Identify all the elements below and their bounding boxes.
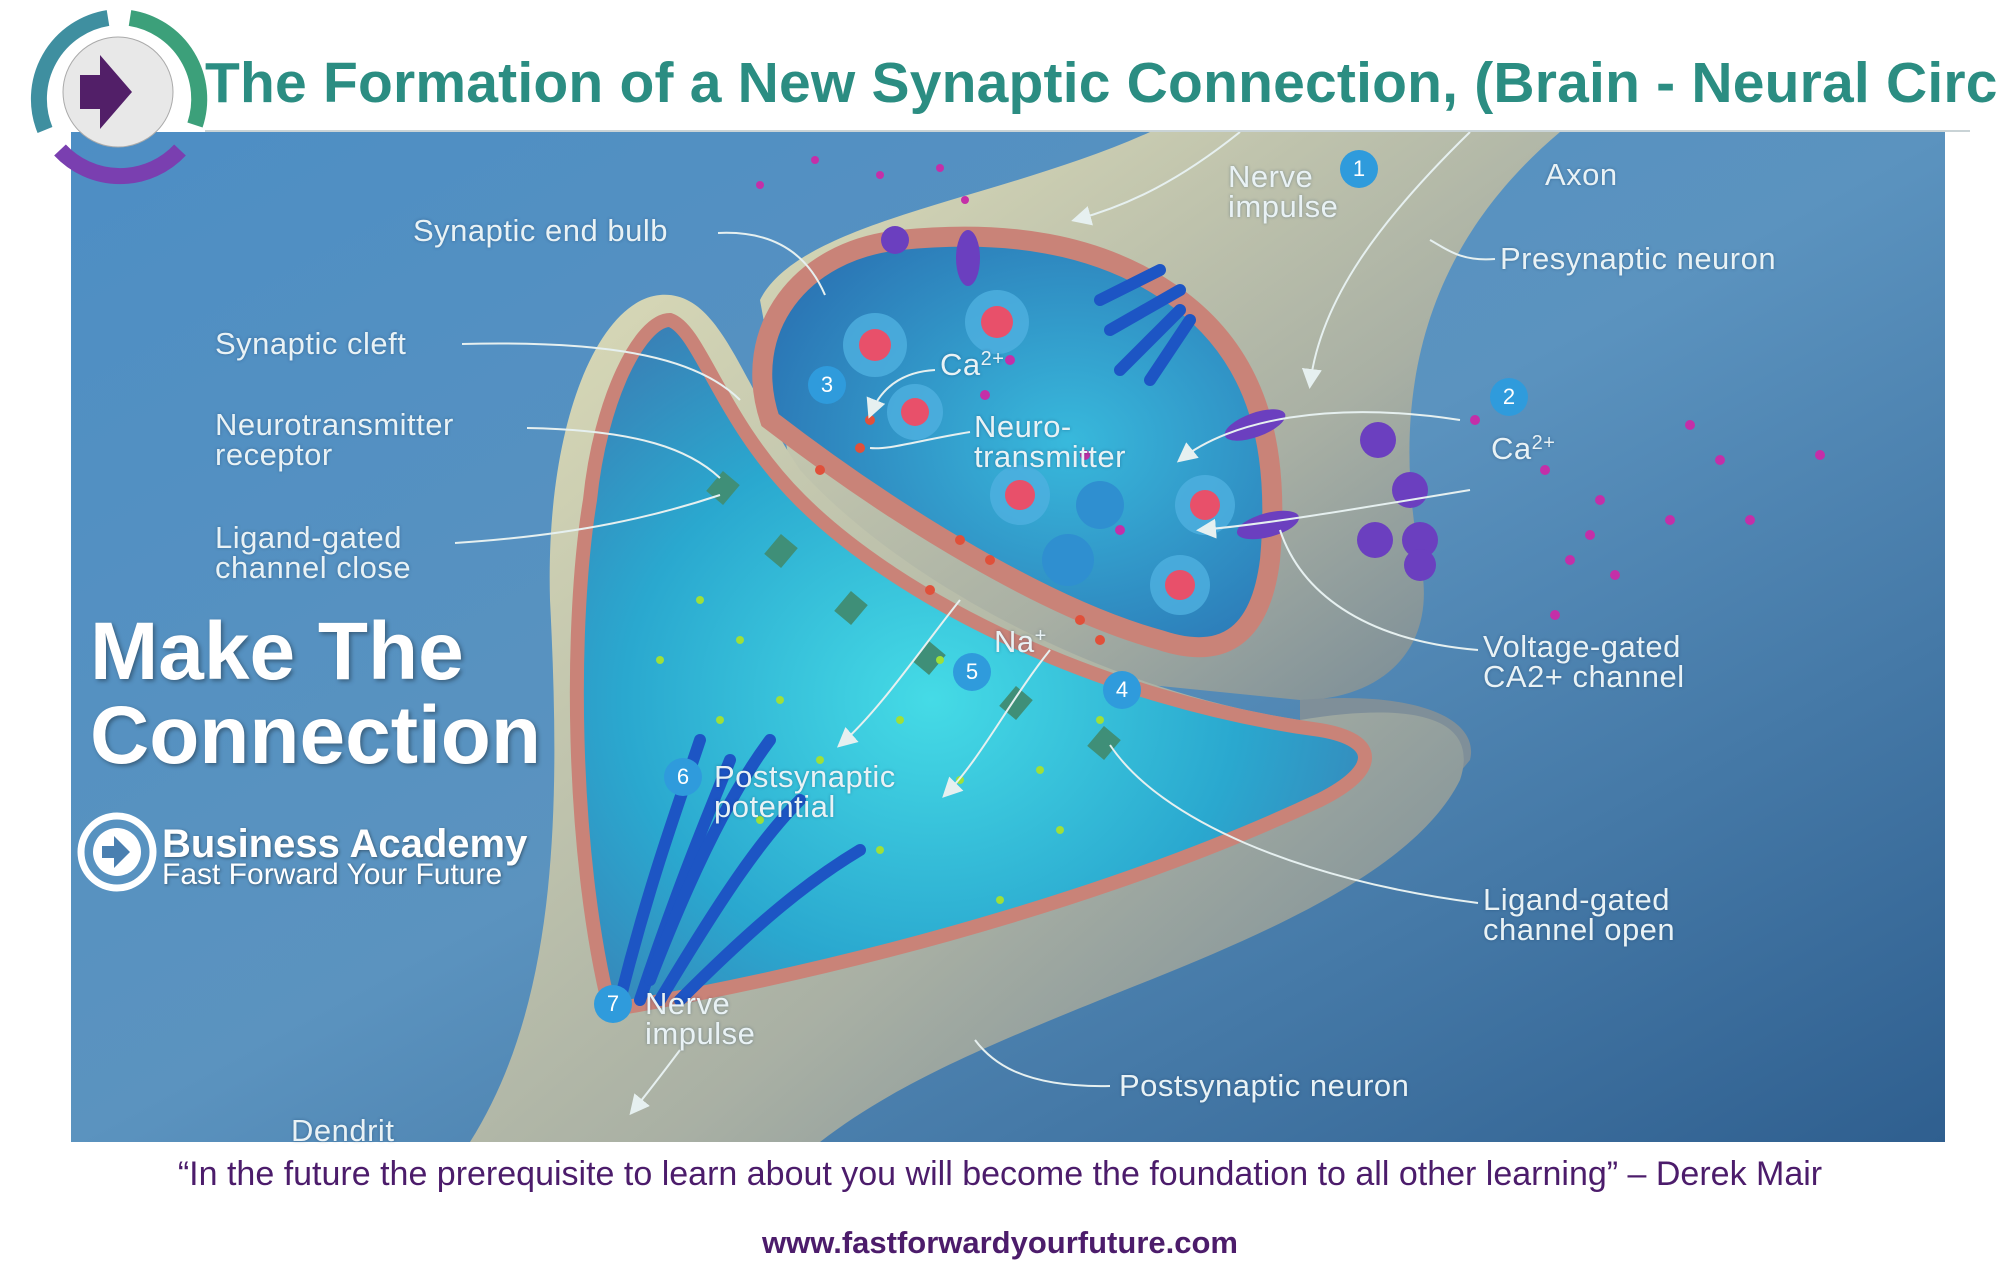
arrow-ca-2: [1196, 489, 1471, 539]
organelle-tubes: [614, 264, 1196, 1006]
label-sup: 2+: [980, 348, 1005, 370]
label-synaptic-end-bulb: Synaptic end bulb: [413, 213, 668, 248]
sodium-ions: [656, 596, 1104, 904]
label-line: Ligand-gated: [215, 520, 402, 555]
neurotransmitter-molecules: [815, 415, 1105, 645]
arrow-postsynaptic-2: [942, 649, 1051, 798]
page-title: The Formation of a New Synaptic Connecti…: [205, 51, 2000, 115]
label-na: Na+: [994, 624, 1047, 659]
arrow-axon: [1301, 132, 1471, 389]
headline-line: Connection: [90, 690, 541, 781]
step-badge-4: 4: [1103, 671, 1141, 709]
step-badge-2: 2: [1490, 378, 1528, 416]
footer-quote: “In the future the prerequisite to learn…: [177, 1155, 1823, 1193]
step-badge-1: 1: [1340, 150, 1378, 188]
leader-voltage-gated: [1279, 529, 1479, 651]
arrow-ca-1: [1176, 411, 1461, 463]
headline-line: Make The: [90, 606, 464, 697]
label-presynaptic-neuron: Presynaptic neuron: [1500, 241, 1777, 276]
leader-receptor: [526, 427, 721, 479]
leader-neurotransmitter: [869, 431, 971, 450]
label-sup: +: [1034, 625, 1047, 647]
arrow-nerve-impulse-bottom: [629, 1049, 681, 1116]
step-badge-6: 6: [664, 758, 702, 796]
label-line: receptor: [215, 437, 333, 472]
label-line: Nerve: [645, 986, 731, 1021]
label-line: impulse: [1228, 189, 1339, 224]
leader-postsynaptic: [974, 1039, 1111, 1088]
label-line: Neuro-: [974, 409, 1072, 444]
step-badge-5: 5: [953, 653, 991, 691]
label-line: potential: [714, 789, 836, 824]
label-synaptic-cleft: Synaptic cleft: [215, 326, 407, 361]
label-text: Ca: [1491, 431, 1532, 466]
label-axon: Axon: [1545, 157, 1618, 192]
brand-name: Business Academy: [162, 822, 528, 866]
arrow-postsynaptic-1: [836, 599, 961, 748]
calcium-ions: [756, 156, 1825, 620]
leader-synaptic-cleft: [461, 342, 741, 401]
leader-presynaptic: [1429, 239, 1496, 261]
label-line: CA2+ channel: [1483, 659, 1685, 694]
label-line: channel close: [215, 550, 412, 585]
step-badge-7: 7: [594, 985, 632, 1023]
label-postsynaptic-neuron: Postsynaptic neuron: [1119, 1068, 1410, 1103]
leader-ca-inner: [866, 369, 936, 419]
brand-tagline: Fast Forward Your Future: [162, 858, 503, 891]
arrow-nerve-impulse-top: [1071, 132, 1241, 226]
business-academy-logo-icon: [77, 812, 157, 892]
leader-ligand-close: [454, 494, 721, 544]
label-line: Nerve: [1228, 159, 1314, 194]
label-line: channel open: [1483, 912, 1676, 947]
label-ca-inner: Ca2+: [940, 347, 1005, 382]
vesicles: [843, 290, 1235, 615]
label-line: impulse: [645, 1016, 756, 1051]
brand-logo-icon: [30, 10, 208, 185]
label-neurotransmitter: Neuro-transmitter: [974, 409, 1126, 474]
label-line: Postsynaptic: [714, 759, 896, 794]
label-text: Na: [994, 624, 1035, 659]
label-line: transmitter: [974, 439, 1126, 474]
leader-lines: [454, 132, 1496, 1116]
leader-ligand-open: [1109, 744, 1479, 904]
label-sup: 2+: [1531, 432, 1556, 454]
label-ca-outer: Ca2+: [1491, 431, 1556, 466]
label-line: Neurotransmitter: [215, 407, 454, 442]
label-line: Ligand-gated: [1483, 882, 1670, 917]
label-dendrit: Dendrit: [291, 1113, 395, 1148]
label-text: Ca: [940, 347, 981, 382]
leader-synaptic-end-bulb: [717, 231, 826, 296]
footer-url[interactable]: www.fastforwardyourfuture.com: [762, 1225, 1238, 1260]
label-line: Voltage-gated: [1483, 629, 1681, 664]
step-badge-3: 3: [808, 366, 846, 404]
